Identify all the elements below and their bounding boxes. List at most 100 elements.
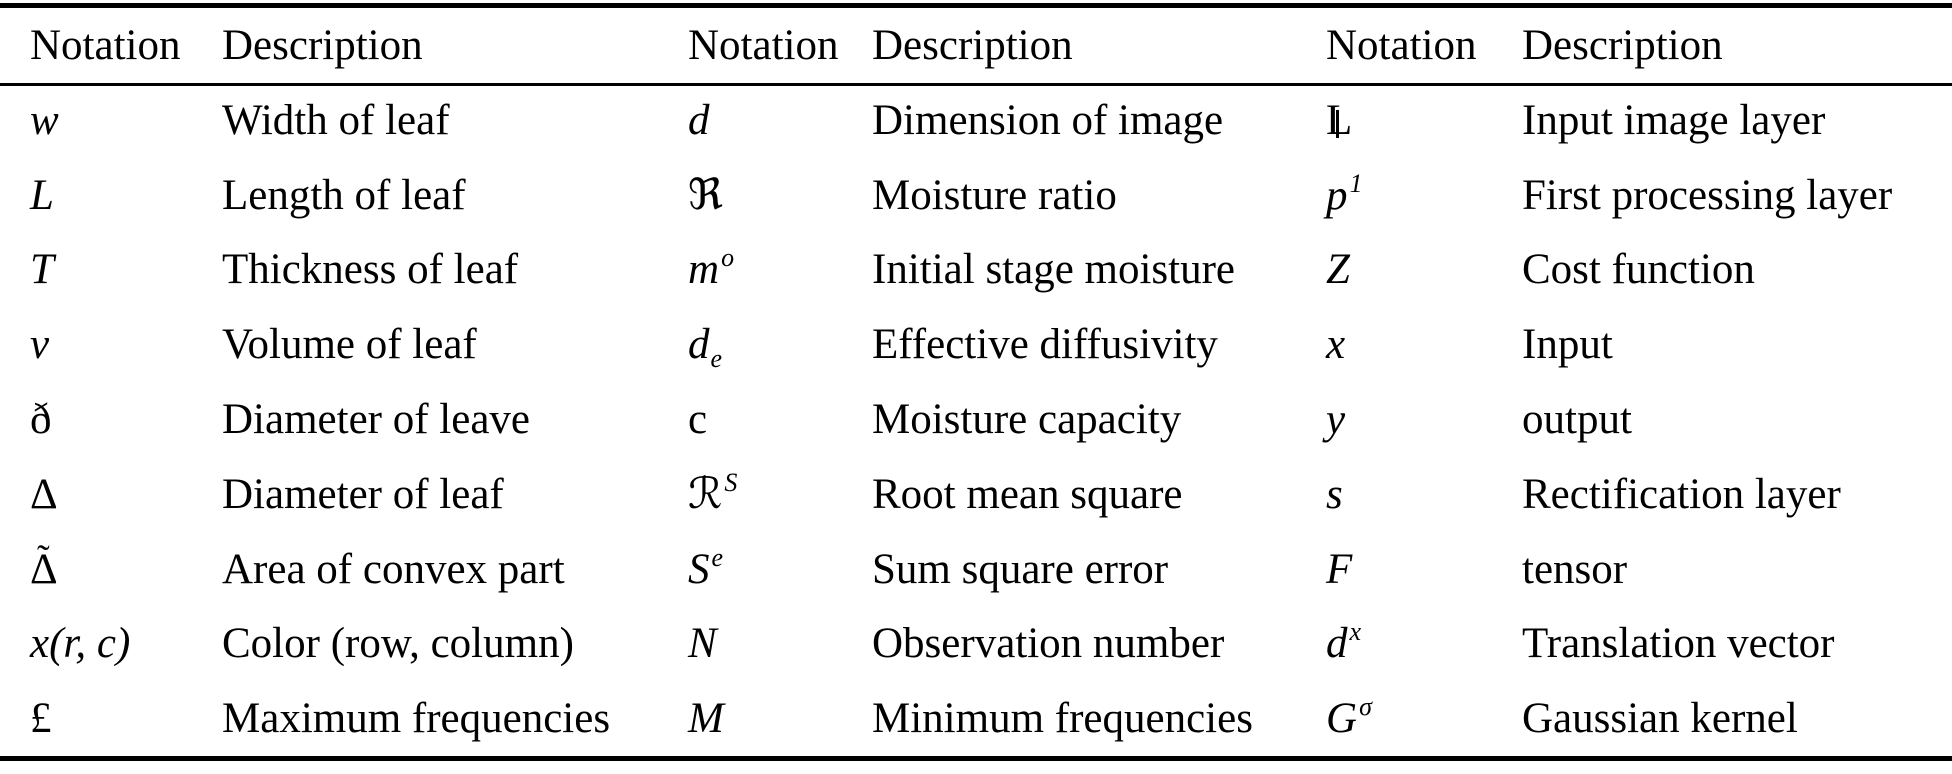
description-cell: Effective diffusivity bbox=[872, 321, 1218, 369]
description-cell: Input bbox=[1522, 321, 1613, 369]
description-cell: Moisture capacity bbox=[872, 395, 1182, 443]
notation-superscript: e bbox=[711, 542, 724, 572]
table-row: Δ Diameter of leaf ℛS Root mean square s… bbox=[30, 457, 1952, 532]
column-header-notation-3: Notation bbox=[1326, 21, 1477, 69]
table-row: T Thickness of leaf mo Initial stage moi… bbox=[30, 233, 1952, 308]
description-cell: Area of convex part bbox=[222, 545, 565, 593]
description-cell: Color (row, column) bbox=[222, 620, 574, 668]
notation-symbol: w bbox=[30, 96, 59, 144]
notation-symbol: T bbox=[30, 246, 54, 294]
notation-symbol: d bbox=[688, 96, 710, 144]
accented-letter: ˜Δ bbox=[30, 540, 58, 593]
notation-cell: L bbox=[1326, 83, 1522, 158]
table-row: x(r, c) Color (row, column) N Observatio… bbox=[30, 607, 1952, 682]
double-struck-letter: L bbox=[1326, 97, 1352, 144]
notation-symbol: F bbox=[1326, 545, 1353, 593]
description-cell: Width of leaf bbox=[222, 96, 450, 144]
notation-symbol: L bbox=[1326, 96, 1353, 144]
notation-description-table: Notation Description Notation Descriptio… bbox=[30, 8, 1952, 756]
description-cell: Observation number bbox=[872, 620, 1225, 668]
notation-symbol: Δ bbox=[30, 545, 58, 593]
column-header-notation-1: Notation bbox=[30, 21, 181, 69]
notation-cell: Z bbox=[1326, 233, 1522, 308]
notation-cell: y bbox=[1326, 382, 1522, 457]
description-cell: Diameter of leave bbox=[222, 395, 530, 443]
notation-cell: s bbox=[1326, 457, 1522, 532]
notation-cell: w bbox=[30, 83, 222, 158]
notation-symbol: x(r, c) bbox=[30, 620, 131, 668]
notation-symbol: ð bbox=[30, 395, 52, 443]
notation-cell: T bbox=[30, 233, 222, 308]
notation-symbol: v bbox=[30, 321, 50, 369]
notation-symbol: d bbox=[688, 321, 710, 369]
notation-cell: F bbox=[1326, 532, 1522, 607]
description-cell: Cost function bbox=[1522, 246, 1755, 294]
column-header-description-2: Description bbox=[872, 21, 1073, 69]
description-cell: Root mean square bbox=[872, 470, 1183, 518]
description-cell: First processing layer bbox=[1522, 171, 1893, 219]
table-row: L Length of leaf ℜ Moisture ratio p1 Fir… bbox=[30, 158, 1952, 233]
notation-cell: L bbox=[30, 158, 222, 233]
notation-cell: p1 bbox=[1326, 158, 1522, 233]
notation-cell: N bbox=[688, 607, 872, 682]
notation-superscript: S bbox=[724, 467, 738, 497]
notation-symbol: N bbox=[688, 620, 717, 668]
notation-symbol: x bbox=[1326, 321, 1346, 369]
notation-superscript: 1 bbox=[1349, 168, 1363, 198]
notation-superscript: x bbox=[1349, 617, 1362, 647]
description-cell: Length of leaf bbox=[222, 171, 466, 219]
double-struck-stroke bbox=[1336, 109, 1339, 138]
notation-cell: ð bbox=[30, 382, 222, 457]
notation-symbol: G bbox=[1326, 695, 1358, 743]
table-row: ð Diameter of leave c Moisture capacity … bbox=[30, 382, 1952, 457]
description-cell: Initial stage moisture bbox=[872, 246, 1236, 294]
notation-symbol: m bbox=[688, 246, 720, 294]
notation-cell: d bbox=[688, 83, 872, 158]
notation-symbol: d bbox=[1326, 620, 1348, 668]
table-header-rule bbox=[0, 83, 1952, 86]
notation-symbol: ℛ bbox=[688, 470, 723, 518]
notation-symbol: L bbox=[30, 171, 54, 219]
description-cell: output bbox=[1522, 395, 1632, 443]
header-row: Notation Description Notation Descriptio… bbox=[30, 8, 1952, 83]
description-cell: Volume of leaf bbox=[222, 321, 477, 369]
notation-superscript: σ bbox=[1359, 692, 1372, 722]
notation-symbol: c bbox=[688, 395, 708, 443]
description-cell: Dimension of image bbox=[872, 96, 1224, 144]
notation-cell: x(r, c) bbox=[30, 607, 222, 682]
notation-cell: ℛS bbox=[688, 457, 872, 532]
table-row: ˜Δ Area of convex part Se Sum square err… bbox=[30, 532, 1952, 607]
column-header-notation-2: Notation bbox=[688, 21, 839, 69]
notation-cell: ℜ bbox=[688, 158, 872, 233]
notation-symbol: £ bbox=[30, 695, 52, 743]
description-cell: Sum square error bbox=[872, 545, 1169, 593]
notation-symbol: ℜ bbox=[688, 171, 724, 219]
table-bottom-rule bbox=[0, 756, 1952, 761]
table-top-rule bbox=[0, 3, 1952, 8]
description-cell: Moisture ratio bbox=[872, 171, 1117, 219]
notation-cell: v bbox=[30, 307, 222, 382]
column-header-description-1: Description bbox=[222, 21, 423, 69]
notation-symbol: S bbox=[688, 545, 710, 593]
notation-symbol: Δ bbox=[30, 470, 58, 518]
notation-superscript: o bbox=[721, 243, 735, 273]
description-cell: Minimum frequencies bbox=[872, 695, 1253, 743]
notation-symbol: s bbox=[1326, 470, 1343, 518]
notation-cell: mo bbox=[688, 233, 872, 308]
description-cell: Input image layer bbox=[1522, 96, 1826, 144]
description-cell: Rectification layer bbox=[1522, 470, 1841, 518]
notation-symbol: p bbox=[1326, 171, 1348, 219]
description-cell: tensor bbox=[1522, 545, 1628, 593]
table-row: v Volume of leaf de Effective diffusivit… bbox=[30, 307, 1952, 382]
notation-cell: x bbox=[1326, 307, 1522, 382]
notation-cell: Se bbox=[688, 532, 872, 607]
table-row: w Width of leaf d Dimension of image L I… bbox=[30, 83, 1952, 158]
notation-cell: c bbox=[688, 382, 872, 457]
notation-symbol: Z bbox=[1326, 246, 1350, 294]
description-cell: Gaussian kernel bbox=[1522, 695, 1798, 743]
notation-cell: M bbox=[688, 681, 872, 756]
notation-cell: de bbox=[688, 307, 872, 382]
description-cell: Diameter of leaf bbox=[222, 470, 504, 518]
column-header-description-3: Description bbox=[1522, 21, 1723, 69]
